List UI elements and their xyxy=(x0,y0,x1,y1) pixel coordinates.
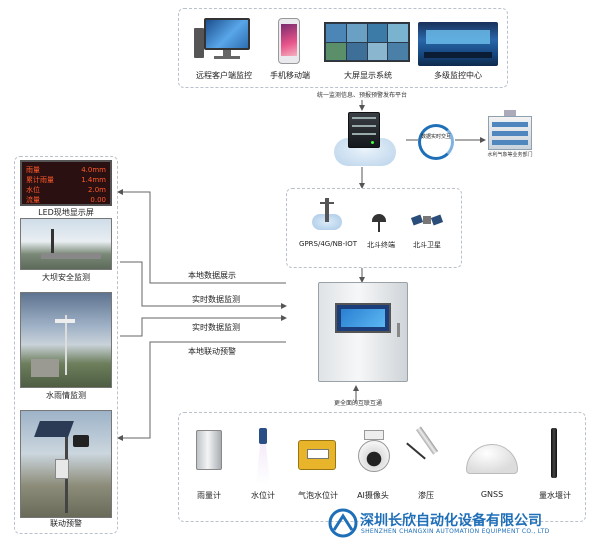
sync-icon xyxy=(418,124,454,160)
water-level-tile[interactable] xyxy=(256,428,270,484)
company-logo xyxy=(328,508,358,538)
flow-label-local-alarm: 本地联动预警 xyxy=(188,347,236,356)
dome-camera-icon xyxy=(358,440,390,472)
weir-gauge-icon xyxy=(551,428,557,478)
weir-gauge-label: 量水堰计 xyxy=(539,491,571,500)
bubble-gauge-label: 气泡水位计 xyxy=(298,491,338,500)
interconnect-title: 更全面的互联互通 xyxy=(333,400,382,407)
rain-station-photo xyxy=(20,292,112,388)
beidou-terminal-label: 北斗终端 xyxy=(367,241,395,249)
desktop-computer-icon xyxy=(204,18,250,50)
water-level-label: 水位计 xyxy=(251,491,275,500)
building-label: 水利气象等业务部门 xyxy=(487,152,533,158)
comm-tower-tile[interactable] xyxy=(312,198,342,232)
bubble-gauge-tile[interactable] xyxy=(298,440,336,470)
building-icon xyxy=(488,110,532,150)
satellite-icon xyxy=(410,214,424,226)
beidou-terminal-tile[interactable] xyxy=(372,214,386,232)
control-room-icon xyxy=(418,22,498,66)
big-screen-tile[interactable] xyxy=(324,22,410,66)
company-name-en: SHENZHEN CHANGXIN AUTOMATION EQUIPMENT C… xyxy=(361,528,550,535)
gnss-antenna-icon xyxy=(466,444,518,474)
rain-gauge-icon xyxy=(196,430,222,470)
rtu-cabinet[interactable] xyxy=(318,282,408,382)
flow-line-rain xyxy=(120,315,287,337)
smartphone-icon xyxy=(278,18,300,64)
water-level-sensor-icon xyxy=(259,428,267,444)
flow-line-alarm xyxy=(117,341,286,441)
dam-caption: 大坝安全监测 xyxy=(42,273,90,282)
mobile-label: 手机移动端 xyxy=(270,71,310,80)
ai-camera-label: AI摄像头 xyxy=(357,491,389,500)
control-center-label: 多级监控中心 xyxy=(434,71,482,80)
platform-label: 统一监测信息、预报预警发布平台 xyxy=(316,92,407,99)
gnss-label: GNSS xyxy=(480,490,504,499)
flow-label-realtime-2: 实时数据监测 xyxy=(192,323,240,332)
dam-photo xyxy=(20,218,112,270)
led-caption: LED现地显示屏 xyxy=(38,208,94,217)
weir-gauge-tile[interactable] xyxy=(548,428,560,478)
server-icon xyxy=(348,112,380,148)
company-name-cn: 深圳长欣自动化设备有限公司 xyxy=(360,513,542,529)
flow-label-realtime-1: 实时数据监测 xyxy=(192,295,240,304)
cabinet-screen xyxy=(335,303,391,333)
gprs-label: GPRS/4G/NB-IOT xyxy=(299,240,357,248)
alarm-caption: 联动预警 xyxy=(50,519,82,528)
flow-label-local-display: 本地数据展示 xyxy=(188,271,236,280)
satellite-label: 北斗卫星 xyxy=(413,241,441,249)
bubble-gauge-icon xyxy=(298,440,336,470)
rain-gauge-label: 雨量计 xyxy=(197,491,221,500)
piezometer-label: 渗压 xyxy=(418,491,434,500)
gnss-tile[interactable] xyxy=(466,444,518,476)
ai-camera-tile[interactable] xyxy=(356,430,392,476)
mobile-tile[interactable] xyxy=(276,18,304,68)
cell-tower-icon xyxy=(312,214,342,230)
rain-gauge-tile[interactable] xyxy=(196,430,222,470)
piezometer-tile[interactable] xyxy=(404,426,439,470)
video-wall-icon xyxy=(324,22,410,62)
beidou-terminal-icon xyxy=(372,214,386,222)
flow-line-led xyxy=(117,189,286,284)
sync-label: 数据实时交互 xyxy=(420,134,451,140)
rain-caption: 水雨情监测 xyxy=(46,391,86,400)
remote-client-tile[interactable] xyxy=(190,18,260,70)
big-screen-label: 大屏显示系统 xyxy=(344,71,392,80)
flow-line-dam xyxy=(120,261,287,309)
alarm-station-photo xyxy=(20,410,112,518)
remote-client-label: 远程客户端监控 xyxy=(196,71,252,80)
satellite-tile[interactable] xyxy=(410,210,444,232)
control-center-tile[interactable] xyxy=(418,22,498,66)
